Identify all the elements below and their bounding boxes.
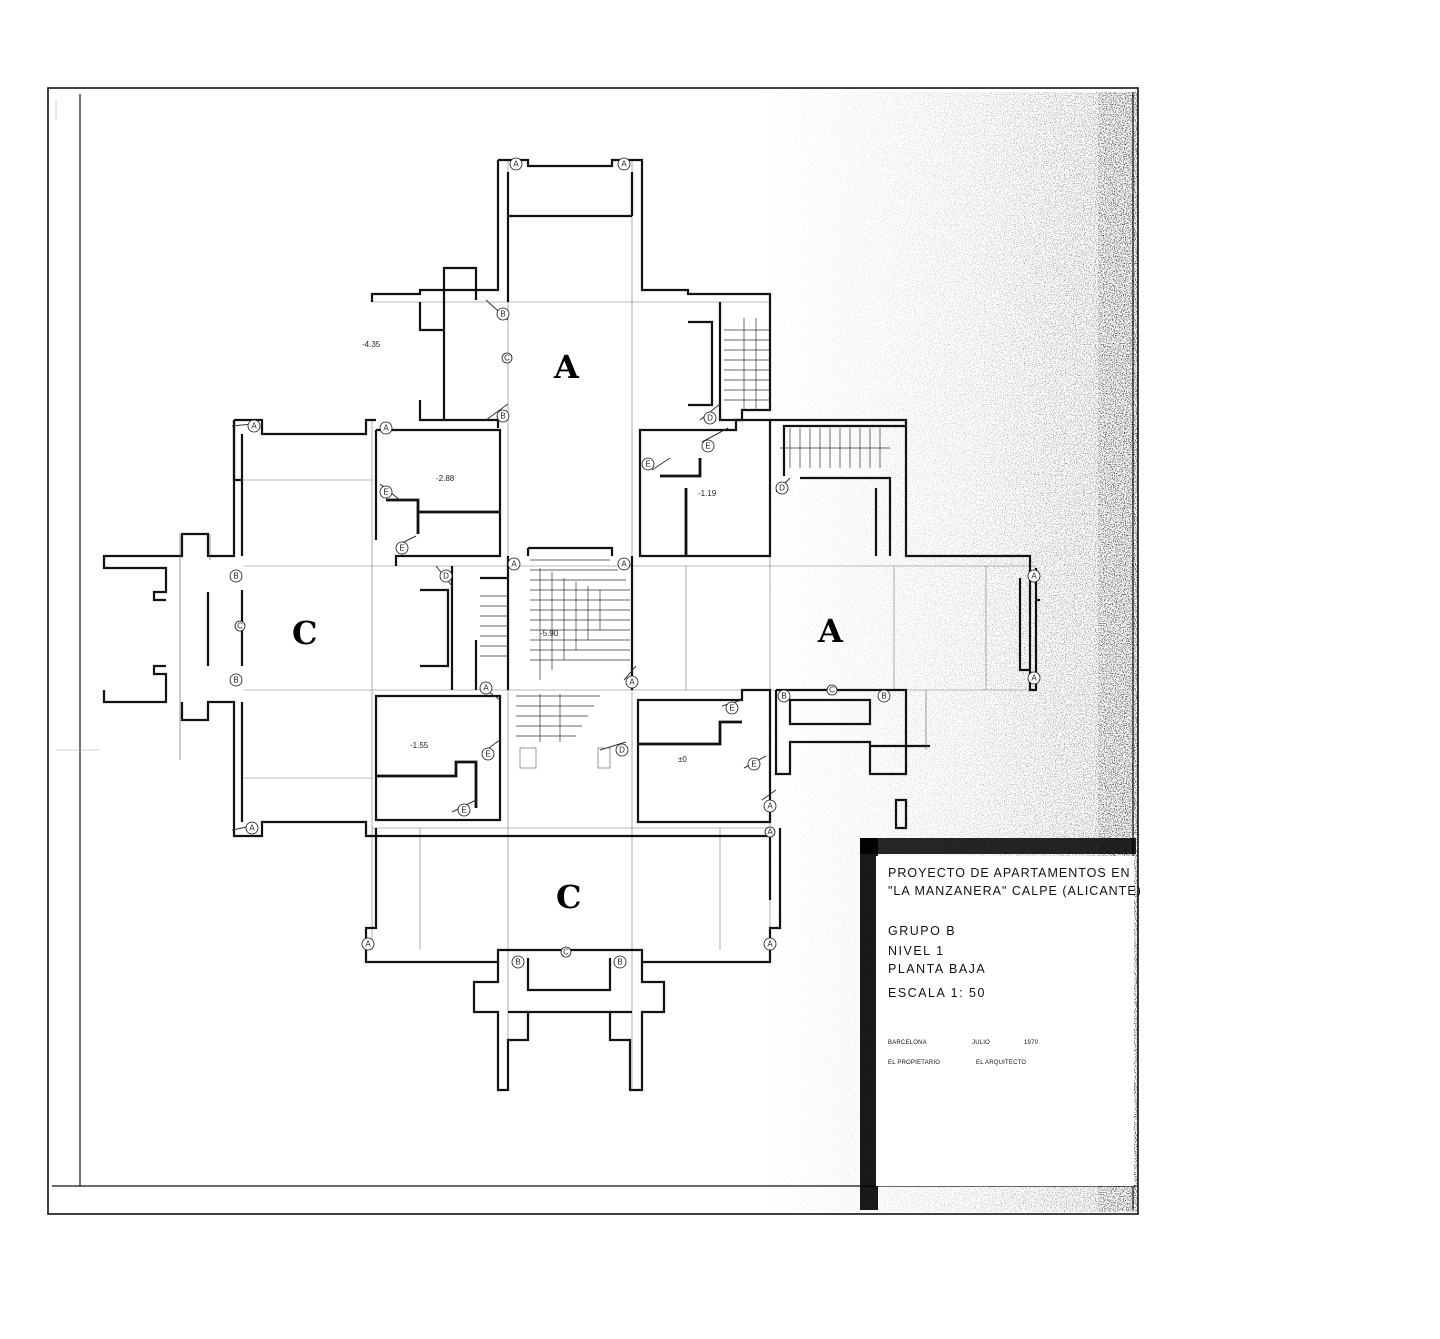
type-tag: E: [461, 806, 466, 815]
planta-label: PLANTA BAJA: [888, 962, 987, 976]
type-tag: B: [881, 692, 886, 701]
type-tag: C: [504, 354, 510, 363]
escala-label: ESCALA 1: 50: [888, 986, 986, 1000]
project-title-line1: PROYECTO DE APARTAMENTOS EN: [888, 866, 1131, 880]
type-tag: A: [483, 684, 489, 693]
type-tag: B: [233, 572, 238, 581]
type-tag: E: [729, 704, 734, 713]
type-tag: B: [515, 958, 520, 967]
city-label: BARCELONA: [888, 1040, 927, 1046]
type-tag: B: [617, 958, 622, 967]
project-title-line2: "LA MANZANERA" CALPE (ALICANTE): [888, 884, 1142, 898]
type-tag: A: [629, 678, 635, 687]
year-label: 1970: [1024, 1040, 1039, 1046]
nivel-label: NIVEL 1: [888, 944, 945, 958]
type-tag: B: [233, 676, 238, 685]
elevation-outside: -4.35: [362, 340, 381, 349]
elevation-nw-room: -2.88: [436, 474, 455, 483]
type-tag: D: [707, 414, 713, 423]
title-block: PROYECTO DE APARTAMENTOS EN "LA MANZANER…: [876, 856, 1141, 1186]
unit-label-north: A: [553, 348, 580, 386]
month-label: JULIO: [972, 1040, 991, 1046]
type-tag: A: [1031, 674, 1037, 683]
type-tag: E: [399, 544, 404, 553]
type-tag: A: [621, 560, 627, 569]
elevation-se-room: ±0: [678, 755, 687, 764]
fixtures: [179, 534, 927, 769]
type-tag: B: [781, 692, 786, 701]
type-tag: A: [767, 940, 773, 949]
type-tag: E: [645, 460, 650, 469]
type-tag: D: [779, 484, 785, 493]
type-tag: D: [619, 746, 625, 755]
type-tag: E: [705, 442, 710, 451]
unit-label-south: C: [556, 878, 581, 916]
stair-treads: [480, 318, 890, 742]
type-tag: E: [383, 488, 388, 497]
type-tag: B: [500, 412, 505, 421]
elevation-sw-room: -1.55: [410, 741, 429, 750]
type-tags: [229, 157, 1041, 969]
type-tag: E: [751, 760, 756, 769]
type-tag: B: [500, 310, 505, 319]
type-tag: A: [365, 940, 371, 949]
type-tag: C: [829, 686, 835, 695]
owner-label: EL PROPIETARIO: [888, 1060, 941, 1066]
type-tag: C: [237, 622, 243, 631]
type-tag: A: [249, 824, 255, 833]
type-tag: A: [513, 160, 519, 169]
architect-label: EL ARQUITECTO: [976, 1060, 1027, 1066]
unit-label-west: C: [292, 614, 317, 652]
type-tag: A: [767, 828, 773, 837]
type-tag: A: [621, 160, 627, 169]
type-tag: A: [511, 560, 517, 569]
type-tag: E: [485, 750, 490, 759]
grupo-label: GRUPO B: [888, 924, 957, 938]
type-tag: A: [767, 802, 773, 811]
type-tag: A: [1031, 572, 1037, 581]
unit-label-east: A: [817, 612, 844, 650]
type-tag: D: [443, 572, 449, 581]
plan-walls: [102, 158, 1040, 1092]
type-tag: A: [251, 422, 257, 431]
elevation-ne-room: -1.19: [698, 489, 717, 498]
type-tag: C: [563, 948, 569, 957]
type-tag: A: [383, 424, 389, 433]
elevation-stair-core: -5.90: [540, 629, 559, 638]
